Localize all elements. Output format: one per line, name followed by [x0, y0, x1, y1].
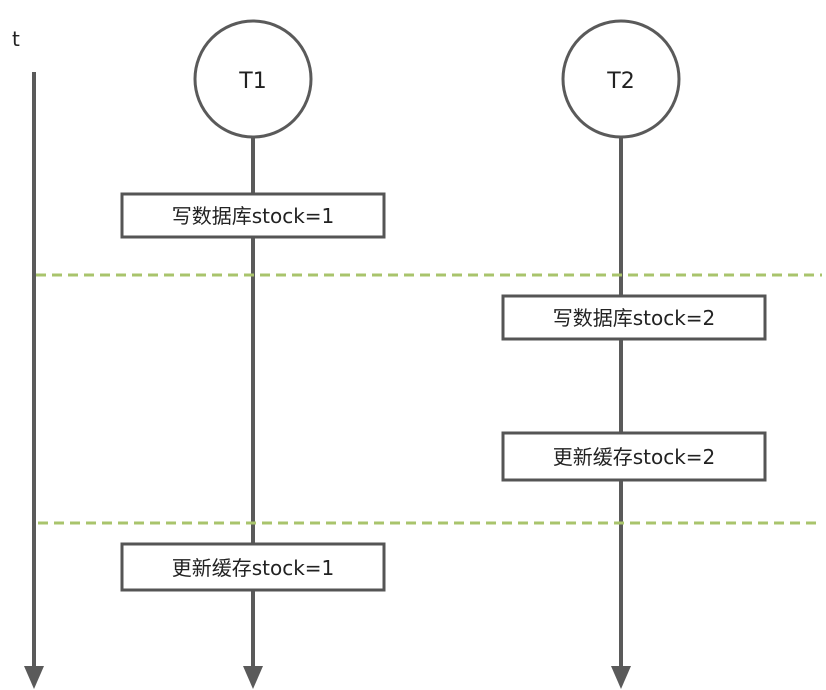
t1-update-cache-step: 更新缓存stock=1: [120, 542, 386, 592]
t1-circle: [193, 19, 313, 139]
step-label: 写数据库stock=1: [172, 204, 335, 228]
step-box: [501, 431, 767, 482]
t2-lifeline-arrowhead: [611, 666, 631, 689]
t1-label: T1: [238, 69, 266, 94]
t1-write-db-step: 写数据库stock=1: [120, 192, 386, 239]
step-label: 更新缓存stock=2: [553, 445, 716, 469]
t1-lifeline-arrowhead: [243, 666, 263, 689]
step-box: [120, 542, 386, 592]
t2-write-db-step: 写数据库stock=2: [501, 294, 767, 341]
t2-update-cache-step: 更新缓存stock=2: [501, 431, 767, 482]
step-label: 写数据库stock=2: [553, 306, 716, 330]
time-axis-label: t: [12, 27, 20, 51]
t1-node: T1: [193, 19, 313, 139]
step-box: [501, 294, 767, 341]
step-box: [120, 192, 386, 239]
time-axis-arrowhead: [24, 666, 44, 689]
t2-label: T2: [606, 69, 634, 94]
t2-node: T2: [561, 19, 681, 139]
step-label: 更新缓存stock=1: [172, 556, 335, 580]
t2-circle: [561, 19, 681, 139]
